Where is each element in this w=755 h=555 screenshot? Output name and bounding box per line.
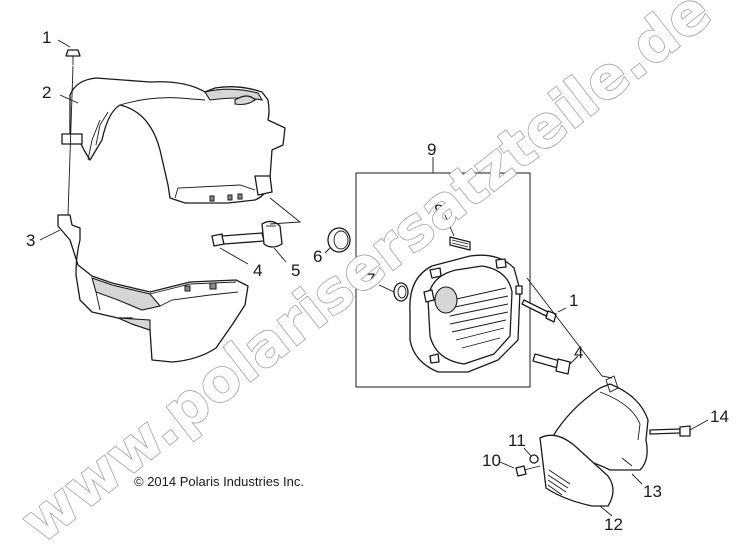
callout-10: 10 xyxy=(482,451,501,470)
leader-lines xyxy=(39,39,709,517)
callout-labels: 1 2 3 4 5 6 7 8 9 1 4 10 11 12 13 14 xyxy=(26,28,729,534)
callout-1-right: 1 xyxy=(569,291,578,310)
bolt-part-1-top xyxy=(65,49,81,65)
bolt-part-4-left xyxy=(211,232,265,247)
upper-duct-part xyxy=(61,77,286,204)
plate-hatch xyxy=(547,469,571,496)
lower-duct-part xyxy=(57,214,249,363)
callout-12: 12 xyxy=(604,515,623,534)
seal-part-7 xyxy=(393,282,409,302)
bolt-part-1-right xyxy=(521,299,557,323)
callout-13: 13 xyxy=(643,482,662,501)
plug-part-6 xyxy=(327,227,351,253)
washer-part-11 xyxy=(529,454,539,464)
assembly-box-9 xyxy=(355,172,531,388)
callout-1-top: 1 xyxy=(42,28,51,47)
clamp-part-5 xyxy=(261,220,283,248)
filter-part-8 xyxy=(449,236,471,251)
callout-4-right: 4 xyxy=(574,343,583,362)
screw-part-14 xyxy=(649,425,691,437)
callout-9: 9 xyxy=(427,140,436,159)
fan-cover-part-9 xyxy=(409,254,523,373)
callout-14: 14 xyxy=(710,407,729,426)
callout-5: 5 xyxy=(291,261,300,280)
cover-grille xyxy=(449,287,509,349)
callout-4-left: 4 xyxy=(253,261,262,280)
callout-3: 3 xyxy=(26,231,35,250)
plate-part-12 xyxy=(539,434,614,507)
callout-6: 6 xyxy=(313,247,322,266)
callout-7: 7 xyxy=(366,270,375,289)
screw-part-10 xyxy=(515,465,541,477)
bolt-part-4-right xyxy=(532,353,571,375)
callout-8: 8 xyxy=(434,201,443,220)
callout-2: 2 xyxy=(42,83,51,102)
copyright-notice: © 2014 Polaris Industries Inc. xyxy=(134,474,304,489)
callout-11: 11 xyxy=(508,431,526,450)
